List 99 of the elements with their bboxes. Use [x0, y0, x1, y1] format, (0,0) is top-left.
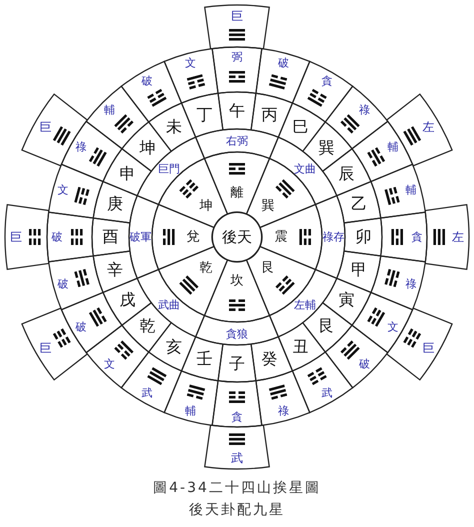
- star-label: 巨: [40, 342, 52, 354]
- star-name: 巨門: [158, 163, 180, 174]
- compass-sector: [386, 94, 453, 166]
- star-label: 弼: [232, 52, 242, 62]
- compass-sector: [61, 292, 122, 353]
- mountain-label: 辛: [106, 262, 123, 278]
- trigram-name: 離: [230, 186, 244, 200]
- mountain-label: 丁: [196, 106, 212, 123]
- compass-sector: [292, 61, 353, 122]
- star-label: 左: [452, 231, 464, 243]
- mountain-label: 申: [119, 166, 136, 182]
- mountain-label: 坤: [140, 140, 156, 156]
- star-label: 武: [322, 387, 332, 398]
- trigram-name: 艮: [262, 262, 275, 275]
- star-label: 祿: [405, 278, 416, 290]
- star-label: 祿: [76, 142, 87, 152]
- trigram-name: 乾: [199, 262, 212, 275]
- star-label: 祿: [358, 104, 370, 116]
- mountain-label: 巽: [318, 140, 334, 156]
- mountain-label: 酉: [102, 229, 118, 245]
- star-label: 破: [278, 58, 290, 69]
- compass-sector: [425, 204, 469, 270]
- figure-caption: 圖4-34二十四山挨星圖: [153, 480, 321, 498]
- center-label: 後天: [222, 230, 252, 244]
- star-label: 破: [142, 76, 152, 87]
- star-label: 輔: [387, 142, 398, 152]
- star-label: 文: [104, 358, 116, 370]
- compass-sector: [352, 121, 413, 182]
- compass-sector: [158, 158, 228, 228]
- compass-sector: [164, 370, 219, 426]
- compass-sector: [181, 93, 223, 138]
- star-label: 破: [76, 322, 87, 332]
- star-label: 文: [58, 184, 69, 196]
- mountain-label: 乙: [351, 196, 368, 212]
- star-label: 左: [422, 120, 434, 132]
- compass-sector: [255, 48, 310, 104]
- star-label: 貪: [232, 412, 242, 422]
- compass-sector: [370, 164, 426, 219]
- mountain-label: 戌: [119, 292, 136, 308]
- trigram-name: 巽: [262, 199, 275, 212]
- mountain-label: 午: [229, 102, 245, 118]
- compass-sector: [21, 308, 88, 380]
- compass-sector: [292, 352, 353, 413]
- mountain-label: 壬: [196, 351, 212, 368]
- compass-sector: [21, 94, 88, 166]
- mountain-label: 卯: [356, 229, 372, 245]
- star-label: 破: [58, 278, 69, 290]
- star-label: 巨: [231, 10, 243, 22]
- compass-sector: [164, 48, 219, 104]
- star-label: 破: [52, 232, 62, 242]
- star-label: 貪: [412, 232, 422, 242]
- star-label: 巨: [422, 342, 434, 354]
- mountain-label: 亥: [166, 338, 182, 355]
- star-name: 左輔: [294, 300, 316, 311]
- compass-sector: [48, 255, 104, 310]
- compass-sector: [386, 308, 453, 380]
- star-label: 輔: [104, 104, 116, 116]
- compass-sector: [5, 204, 49, 270]
- compass-sector: [204, 5, 270, 49]
- star-name: 武曲: [158, 300, 180, 311]
- mountain-label: 寅: [338, 292, 355, 308]
- mountain-label: 丙: [262, 106, 278, 123]
- mountain-label: 巳: [292, 119, 308, 136]
- trigram-name: 兌: [186, 230, 200, 244]
- star-label: 祿: [278, 405, 290, 416]
- star-label: 巨: [10, 231, 22, 243]
- star-label: 武: [142, 387, 152, 398]
- star-name: 祿存: [322, 232, 344, 242]
- star-name: 文曲: [294, 163, 316, 174]
- mountain-label: 甲: [351, 262, 368, 278]
- compass-sector: [48, 164, 104, 219]
- mountain-label: 艮: [318, 318, 334, 334]
- compass-sector: [204, 425, 270, 469]
- compass-sector: [255, 370, 310, 426]
- mountain-label: 丑: [292, 338, 308, 355]
- trigram-name: 坤: [199, 199, 212, 212]
- trigram-name: 坎: [230, 274, 244, 288]
- star-label: 輔: [184, 405, 196, 416]
- compass-sector: [352, 292, 413, 353]
- mountain-label: 癸: [262, 351, 278, 368]
- compass-sector: [370, 255, 426, 310]
- star-label: 文: [184, 58, 196, 69]
- mountain-label: 未: [166, 119, 182, 136]
- star-name: 破軍: [130, 232, 152, 242]
- star-label: 貪: [322, 76, 332, 87]
- mountain-label: 辰: [338, 166, 355, 182]
- star-label: 輔: [405, 184, 416, 196]
- star-name: 右弼: [226, 135, 248, 146]
- compass-sector: [212, 380, 262, 427]
- figure-subtitle: 後天卦配九星: [189, 502, 285, 519]
- star-label: 巨: [40, 120, 52, 132]
- mountain-label: 乾: [140, 318, 156, 334]
- star-label: 文: [387, 322, 398, 332]
- mountain-label: 庚: [106, 196, 123, 212]
- star-label: 破: [358, 358, 370, 370]
- star-name: 貪狼: [226, 328, 248, 339]
- mountain-label: 子: [229, 356, 245, 372]
- trigram-name: 震: [274, 230, 288, 244]
- star-label: 武: [231, 452, 243, 464]
